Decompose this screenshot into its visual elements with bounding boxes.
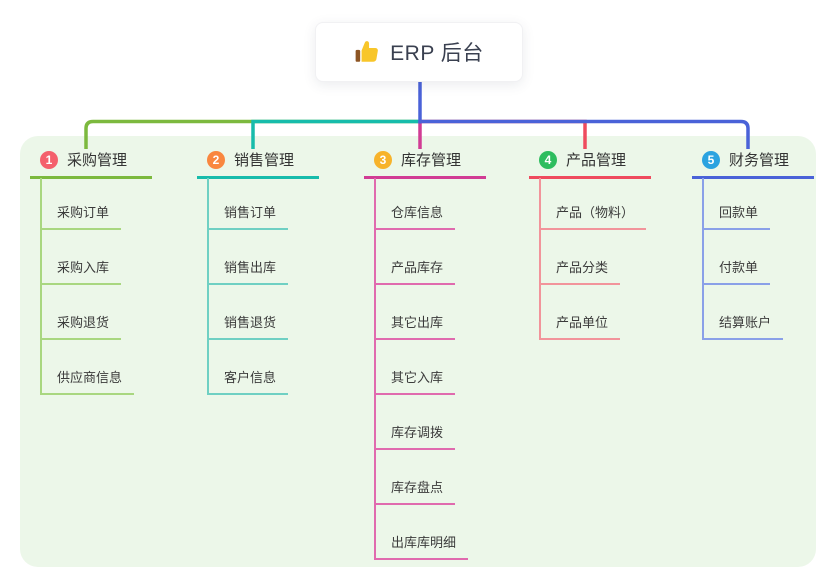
leaf-node[interactable]: 采购入库 bbox=[40, 253, 122, 285]
leaf-node[interactable]: 库存盘点 bbox=[374, 473, 456, 505]
leaf-node[interactable]: 其它入库 bbox=[374, 363, 456, 395]
branch-badge: 2 bbox=[207, 150, 225, 169]
branch-badge: 3 bbox=[374, 150, 392, 169]
leaf-node[interactable]: 供应商信息 bbox=[40, 363, 135, 395]
branch-node-2[interactable]: 2 销售管理 bbox=[197, 147, 319, 179]
branch-node-4[interactable]: 4 产品管理 bbox=[529, 147, 651, 179]
root-node[interactable]: ERP 后台 bbox=[315, 22, 523, 82]
branch-connector-line bbox=[539, 178, 541, 340]
root-title: ERP 后台 bbox=[390, 42, 484, 65]
branch-node-1[interactable]: 1 采购管理 bbox=[30, 147, 152, 179]
leaf-node[interactable]: 采购订单 bbox=[40, 198, 122, 230]
leaf-node[interactable]: 回款单 bbox=[702, 198, 771, 230]
branch-title: 采购管理 bbox=[67, 152, 128, 169]
branch-title: 销售管理 bbox=[234, 152, 295, 169]
leaf-node[interactable]: 产品单位 bbox=[539, 308, 621, 340]
leaf-node[interactable]: 仓库信息 bbox=[374, 198, 456, 230]
branch-connector-line bbox=[702, 178, 704, 340]
leaf-node[interactable]: 付款单 bbox=[702, 253, 771, 285]
branch-title: 库存管理 bbox=[401, 152, 462, 169]
leaf-node[interactable]: 采购退货 bbox=[40, 308, 122, 340]
leaf-node[interactable]: 结算账户 bbox=[702, 308, 784, 340]
leaf-node[interactable]: 产品（物料） bbox=[539, 198, 647, 230]
branch-connector-line bbox=[40, 178, 42, 395]
branch-connector-line bbox=[374, 178, 376, 560]
thumbs-up-icon bbox=[355, 41, 379, 62]
branch-node-3[interactable]: 3 库存管理 bbox=[364, 147, 486, 179]
leaf-node[interactable]: 销售订单 bbox=[207, 198, 289, 230]
branch-title: 财务管理 bbox=[729, 152, 790, 169]
branch-title: 产品管理 bbox=[566, 152, 627, 169]
branch-node-5[interactable]: 5 财务管理 bbox=[692, 147, 814, 179]
leaf-node[interactable]: 产品库存 bbox=[374, 253, 456, 285]
leaf-node[interactable]: 客户信息 bbox=[207, 363, 289, 395]
branch-badge: 4 bbox=[539, 150, 557, 169]
branch-badge: 5 bbox=[702, 150, 720, 169]
leaf-node[interactable]: 产品分类 bbox=[539, 253, 621, 285]
leaf-node[interactable]: 销售出库 bbox=[207, 253, 289, 285]
leaf-node[interactable]: 销售退货 bbox=[207, 308, 289, 340]
branch-connector-line bbox=[207, 178, 209, 395]
leaf-node[interactable]: 其它出库 bbox=[374, 308, 456, 340]
branch-badge: 1 bbox=[40, 150, 58, 169]
leaf-node[interactable]: 库存调拨 bbox=[374, 418, 456, 450]
leaf-node[interactable]: 出库库明细 bbox=[374, 528, 469, 560]
mindmap-panel bbox=[20, 136, 816, 567]
